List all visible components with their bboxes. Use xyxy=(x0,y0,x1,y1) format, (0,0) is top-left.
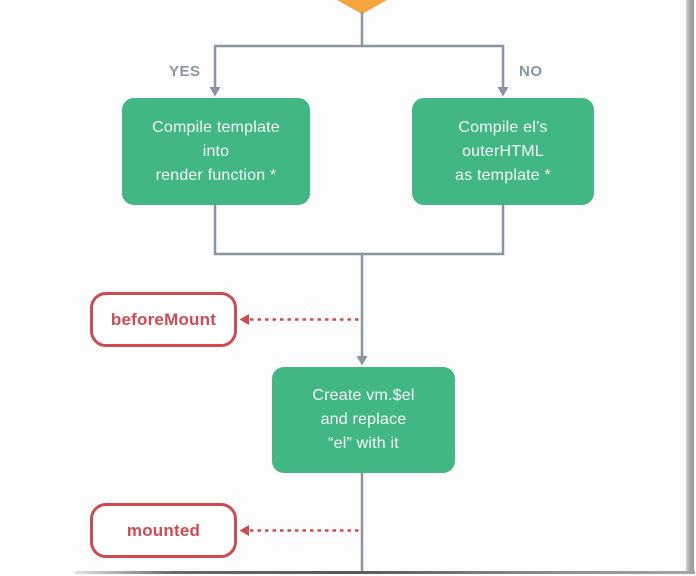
node-text-line: and replace xyxy=(320,411,407,428)
branch-label-yes: YES xyxy=(169,63,201,80)
branch-merge-line xyxy=(213,205,505,256)
hook-label: beforeMount xyxy=(110,309,217,329)
branch-label-no: NO xyxy=(519,63,543,80)
node-text-line: outerHTML xyxy=(462,142,544,160)
node-text-line: Compile template xyxy=(152,118,280,136)
arrowhead-left-beforeMount-icon xyxy=(239,314,249,325)
node-create-vm-el: Create vm.$el and replace “el” with it xyxy=(272,367,455,473)
hook-beforeMount: beforeMount xyxy=(90,292,237,347)
node-text-line: render function * xyxy=(155,166,277,184)
decision-diamond-icon xyxy=(337,0,387,14)
node-text-line: Compile el’s xyxy=(458,118,548,136)
scrollbar-track[interactable] xyxy=(686,0,694,573)
arrowhead-down-create-icon xyxy=(356,356,368,366)
node-compile-outerhtml: Compile el’s outerHTML as template * xyxy=(412,98,594,205)
node-text-line: into xyxy=(202,142,230,160)
arrowhead-down-yes-icon xyxy=(209,87,221,97)
node-text-line: Create vm.$el xyxy=(312,387,415,404)
node-text-line: “el” with it xyxy=(328,435,399,452)
window-bottom-edge xyxy=(75,571,695,574)
branch-split-line xyxy=(213,44,505,88)
node-text-line: as template * xyxy=(455,166,551,184)
arrowhead-left-mounted-icon xyxy=(239,525,249,536)
hook-label: mounted xyxy=(126,520,201,540)
hook-mounted: mounted xyxy=(90,503,237,558)
arrowhead-down-no-icon xyxy=(497,87,509,97)
node-compile-template: Compile template into render function * xyxy=(122,98,310,205)
